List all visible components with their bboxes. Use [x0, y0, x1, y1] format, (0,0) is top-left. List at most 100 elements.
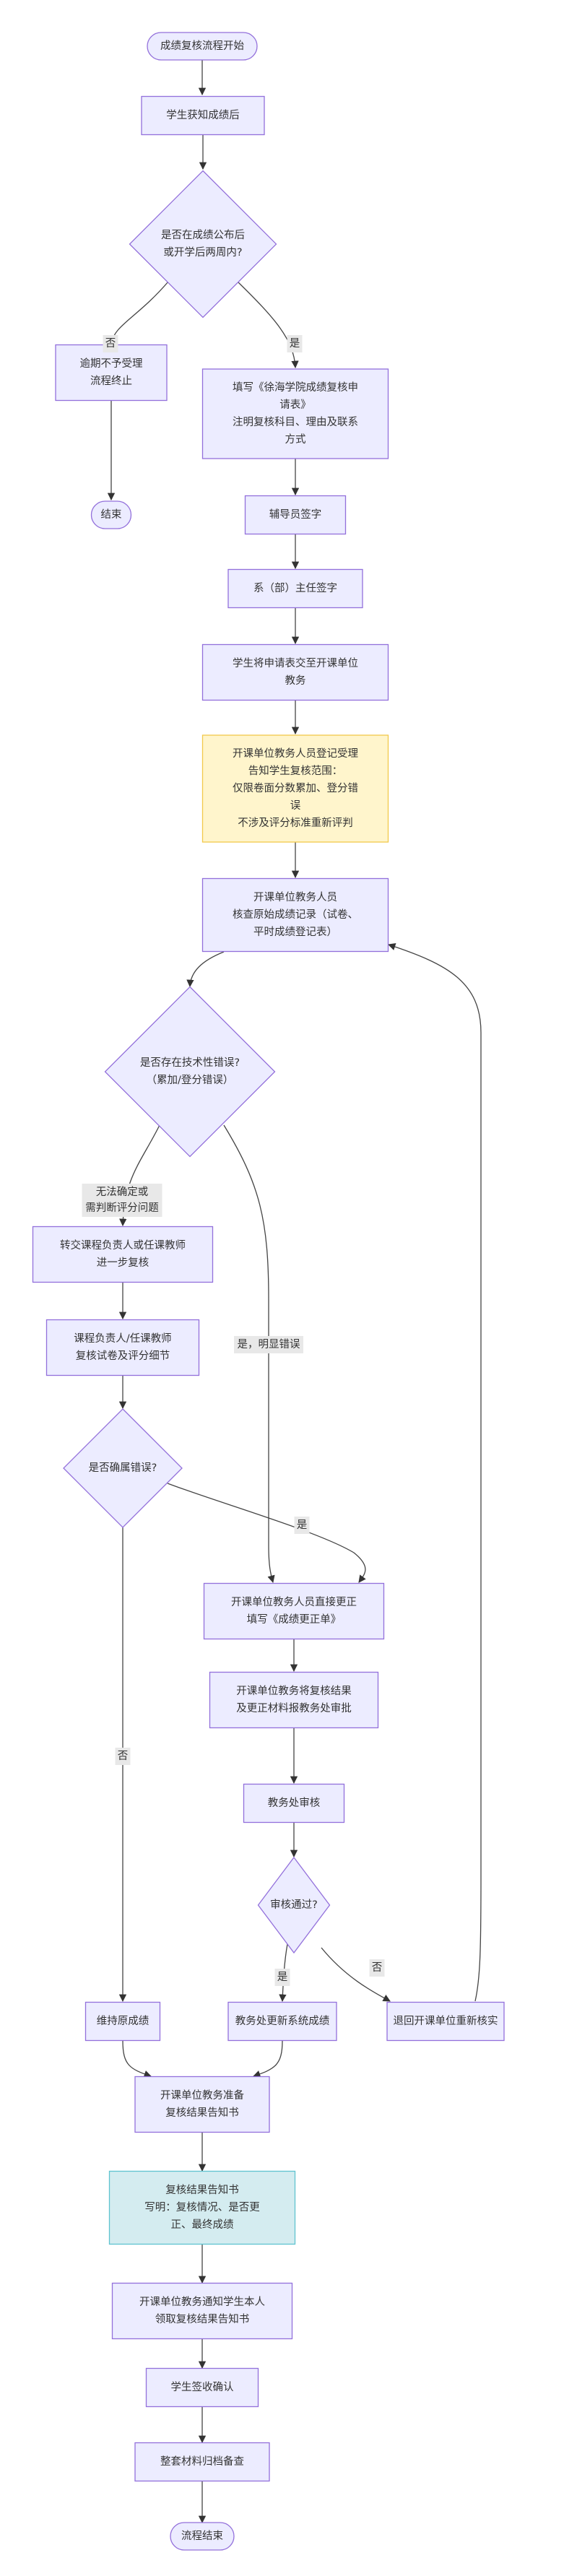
edge-label: 是: [294, 1517, 310, 1534]
edge-label-bg: [287, 335, 303, 352]
node-return[interactable]: 退回开课单位重新核实: [386, 2001, 505, 2042]
node-tech-error[interactable]: 是否存在技术性错误?（累加/登分错误）: [104, 986, 276, 1158]
node-text: 方式: [285, 433, 306, 446]
node-end[interactable]: 流程结束: [170, 2522, 235, 2551]
edge-arrow: [237, 281, 299, 369]
node-end-early[interactable]: 结束: [90, 500, 132, 529]
edge-label-bg: [294, 1517, 310, 1534]
node-text: 开课单位教务准备: [160, 2089, 244, 2102]
node-register[interactable]: 开课单位教务人员登记受理告知学生复核范围：仅限卷面分数累加、登分错误不涉及评分标…: [201, 734, 389, 843]
decision-diamond: [257, 1856, 331, 1954]
node-text: 退回开课单位重新核实: [394, 2015, 498, 2027]
edge-approved-to-return: [321, 1947, 391, 2002]
edge-label-bg: [103, 335, 118, 352]
node-informed[interactable]: 学生获知成绩后: [141, 95, 265, 136]
node-approved[interactable]: 审核通过?: [257, 1856, 331, 1954]
node-start[interactable]: 成绩复核流程开始: [147, 32, 258, 61]
node-text: （累加/登分错误）: [147, 1074, 234, 1086]
node-archive[interactable]: 整套材料归档备查: [134, 2442, 270, 2482]
process-box: [227, 568, 363, 609]
edge-keep-to-prepare_notice: [122, 2040, 152, 2078]
edge-label-bg: [82, 1184, 162, 1217]
node-text: 正、最终成绩: [171, 2219, 234, 2231]
node-confirm[interactable]: 学生签收确认: [145, 2367, 259, 2408]
node-text: 开课单位教务人员登记受理: [233, 747, 358, 760]
node-text: 平时成绩登记表）: [253, 926, 337, 938]
node-text: 维持原成绩: [97, 2015, 149, 2027]
process-box: [201, 877, 389, 953]
node-text: 逾期不予受理: [80, 357, 143, 370]
edge-label-text: 否: [118, 1751, 129, 1762]
edge-label-bg: [115, 1748, 131, 1765]
node-text: 整套材料归档备查: [160, 2455, 244, 2468]
node-counselor-sign[interactable]: 辅导员签字: [244, 495, 347, 535]
edge-label-bg: [369, 1959, 385, 1977]
node-text: 开课单位教务将复核结果: [236, 1684, 352, 1697]
process-box: [32, 1226, 214, 1283]
terminal-pill: [170, 2522, 235, 2551]
node-text: 注明复核科目、理由及联系: [233, 415, 358, 428]
node-text: 误: [290, 799, 301, 812]
process-box: [243, 1783, 345, 1823]
process-box: [111, 2282, 293, 2340]
node-text: 辅导员签字: [269, 508, 322, 521]
edge-label-text: 否: [105, 338, 116, 350]
node-text: 或开学后两周内?: [163, 246, 242, 259]
edge-arrow: [321, 1947, 391, 2002]
edge-label-bg: [234, 1336, 303, 1353]
edge-label: 是，明显错误: [234, 1336, 303, 1353]
node-text: 开课单位教务人员: [253, 891, 337, 903]
node-is-error[interactable]: 是否确属错误?: [63, 1408, 183, 1528]
node-text: 开课单位教务人员直接更正: [231, 1596, 357, 1608]
process-box: [201, 643, 389, 701]
node-text: 教务: [285, 675, 306, 687]
node-text: 教务处审核: [268, 1797, 321, 1809]
process-box: [203, 1582, 385, 1640]
node-office-review[interactable]: 教务处审核: [243, 1783, 345, 1823]
decision-diamond: [104, 986, 276, 1158]
node-update[interactable]: 教务处更新系统成绩: [227, 2001, 337, 2042]
edge-label: 是: [287, 335, 303, 352]
edge-in_time-to-fill_form: [237, 281, 299, 369]
node-text: 学生签收确认: [171, 2381, 234, 2393]
terminal-pill: [147, 32, 258, 61]
node-text: 系（部）主任签字: [253, 582, 337, 594]
edge-label: 否: [115, 1748, 131, 1765]
node-text: 教务处更新系统成绩: [235, 2015, 330, 2027]
process-box: [386, 2001, 505, 2042]
node-keep[interactable]: 维持原成绩: [84, 2001, 161, 2042]
edge-arrow: [122, 2040, 152, 2078]
node-director-sign[interactable]: 系（部）主任签字: [227, 568, 363, 609]
process-box: [134, 2442, 270, 2482]
node-text: 流程终止: [90, 375, 132, 387]
edge-label-text: 是，明显错误: [238, 1338, 300, 1350]
node-text: 课程负责人/任课教师: [74, 1332, 171, 1345]
edge-label: 是: [274, 1969, 290, 1986]
node-text: 结束: [101, 508, 122, 521]
process-box: [45, 1319, 200, 1376]
process-box: [145, 2367, 259, 2408]
process-box: [141, 95, 265, 136]
node-text: 仅限卷面分数累加、登分错: [233, 782, 358, 794]
node-text: 流程结束: [181, 2530, 223, 2542]
edge-label-text: 需判断评分问题: [85, 1202, 159, 1214]
node-text: 填写《徐海学院成绩复核申: [233, 381, 358, 394]
node-text: 核查原始成绩记录（试卷、: [233, 908, 358, 921]
edge-tech_error-to-correct: [223, 1124, 275, 1584]
edge-label-text: 是: [297, 1519, 308, 1531]
